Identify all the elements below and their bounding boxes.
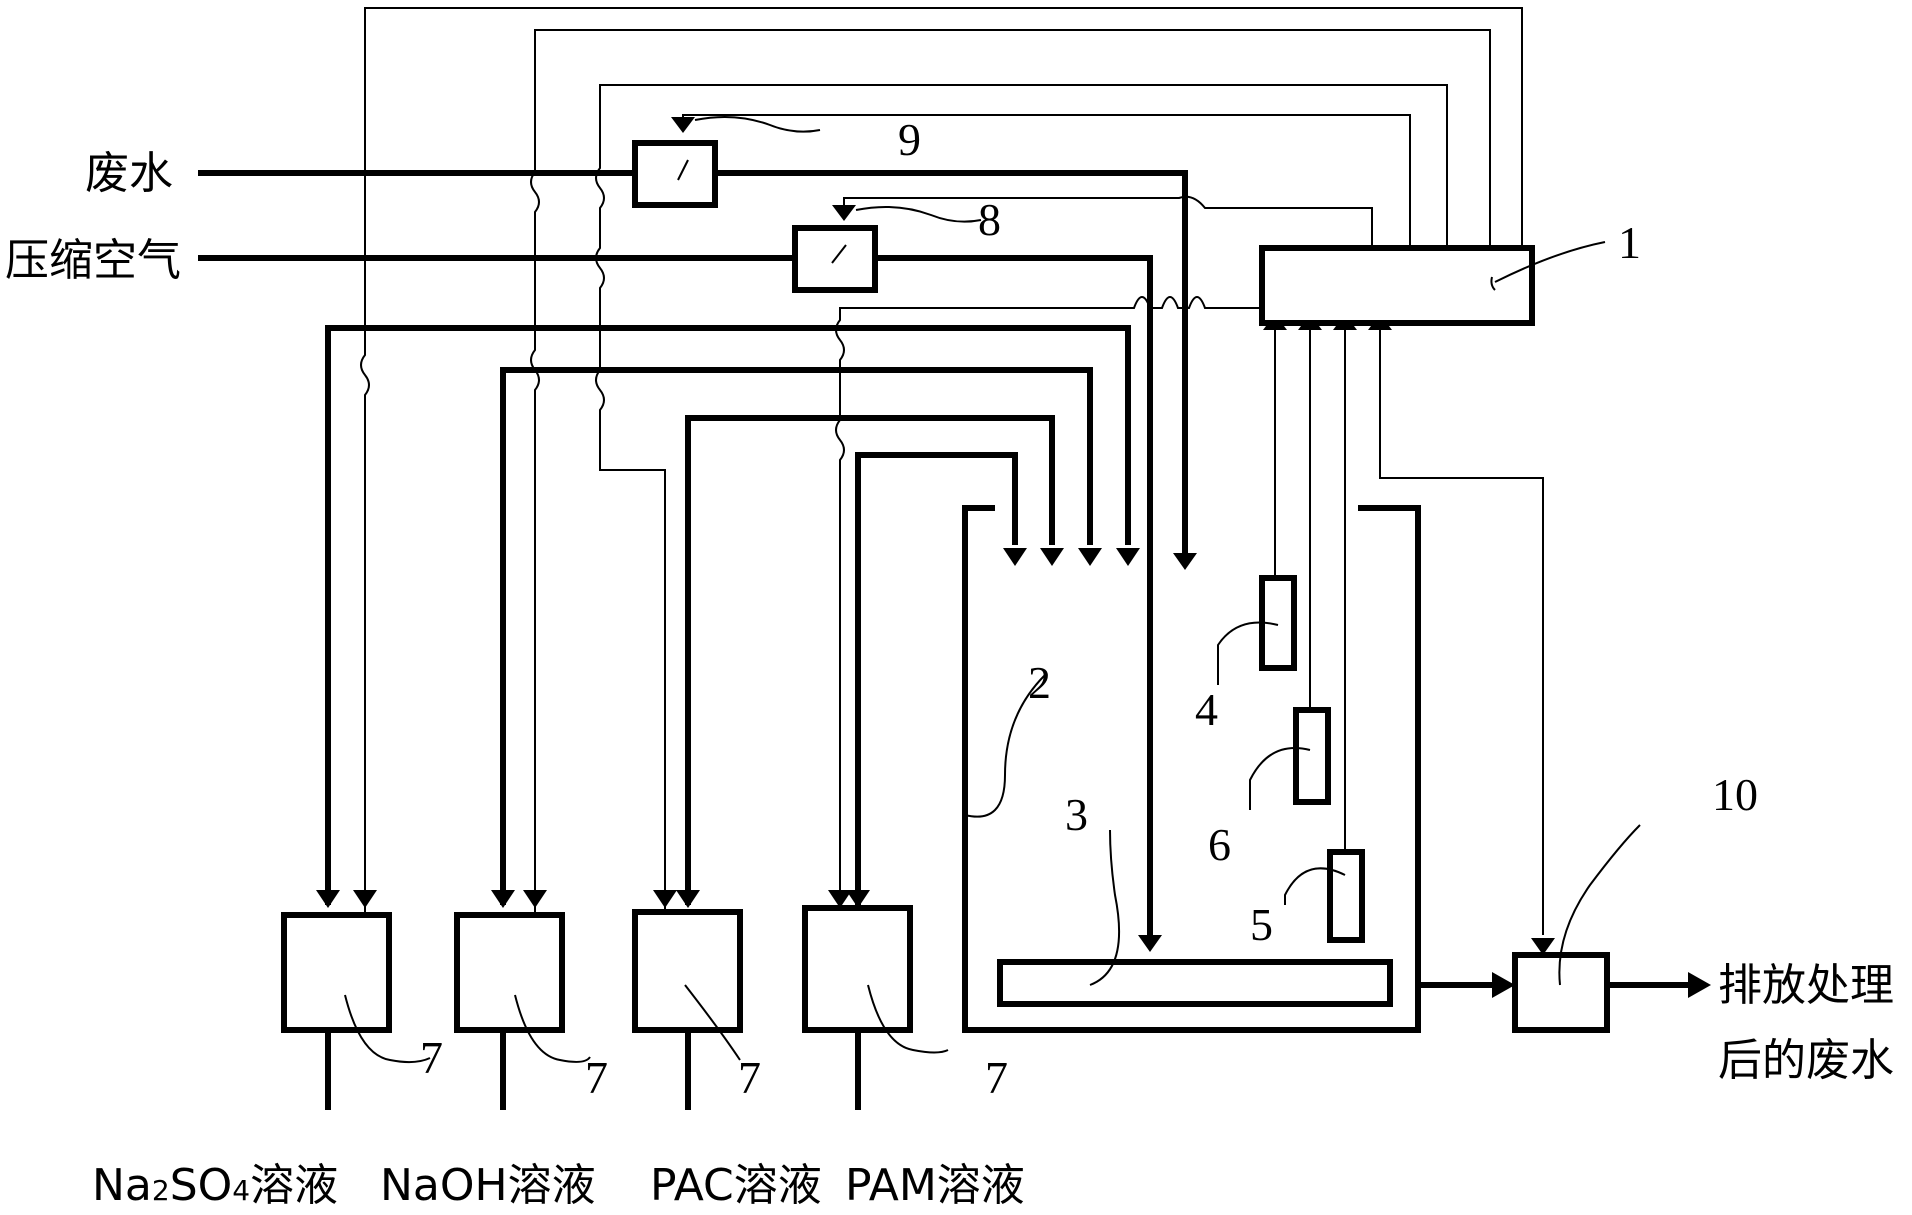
leader-lines	[344, 116, 1641, 1064]
reagent-label-naoh: NaOH溶液	[380, 1160, 596, 1211]
number-6: 6	[1208, 819, 1231, 870]
tank-outlet-arrow	[1492, 972, 1515, 998]
dosing-lines	[325, 325, 1140, 905]
sensor-5	[1327, 849, 1365, 943]
number-8: 8	[978, 194, 1001, 245]
reaction-tank-2	[962, 505, 1421, 1033]
reagent-label-na2so4: Na2SO4溶液	[92, 1160, 338, 1211]
mixer-10	[1512, 952, 1610, 1033]
number-9: 9	[898, 114, 921, 165]
sensor-6	[1293, 707, 1331, 805]
mixer-control-arrow	[1531, 938, 1555, 955]
number-1: 1	[1618, 217, 1641, 268]
valve-9-control-arrow	[671, 117, 695, 133]
number-3: 3	[1065, 789, 1088, 840]
output-label-line1: 排放处理	[1718, 960, 1894, 1011]
reagent-pumps	[281, 905, 913, 1110]
number-7-c: 7	[738, 1052, 761, 1103]
discharge-arrow	[1688, 972, 1711, 998]
pump-na2so4	[281, 912, 392, 1033]
reagent-label-pam: PAM溶液	[845, 1160, 1025, 1211]
air-line	[198, 255, 1162, 952]
wastewater-label: 废水	[85, 148, 173, 199]
number-7-b: 7	[585, 1052, 608, 1103]
number-10: 10	[1712, 769, 1758, 820]
number-4: 4	[1195, 684, 1218, 735]
air-inlet-arrow	[1138, 935, 1162, 952]
valve-9	[632, 140, 718, 208]
wastewater-inlet-arrow	[1173, 553, 1197, 570]
pump-inlet-arrows	[316, 890, 870, 908]
compressed-air-label: 压缩空气	[5, 235, 181, 286]
wastewater-line	[198, 170, 1197, 570]
pump-pam	[802, 905, 913, 1033]
controller-1	[1259, 245, 1535, 326]
number-2: 2	[1028, 657, 1051, 708]
aerator-3	[997, 959, 1393, 1007]
number-7-a: 7	[420, 1032, 443, 1083]
number-5: 5	[1250, 899, 1273, 950]
pump-pac	[632, 909, 743, 1033]
number-7-d: 7	[985, 1052, 1008, 1103]
control-lines-top	[360, 7, 1544, 935]
pump-naoh	[454, 912, 565, 1033]
output-label-line2: 后的废水	[1718, 1035, 1894, 1086]
valve-8-control-arrow	[832, 205, 856, 221]
reagent-label-pac: PAC溶液	[650, 1160, 822, 1211]
